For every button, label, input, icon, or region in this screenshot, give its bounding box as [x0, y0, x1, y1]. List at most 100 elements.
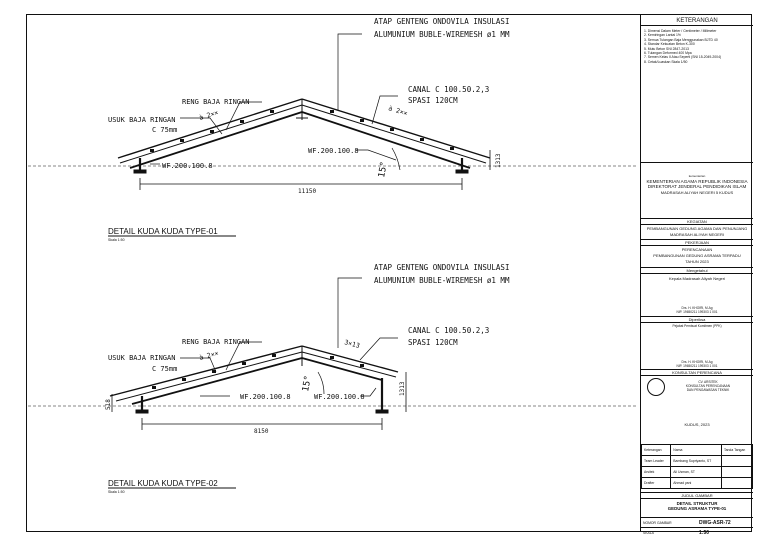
signature-cell: [720, 455, 754, 467]
reng-spacing-right-1: à 2××: [387, 104, 408, 117]
leader-canal-1: [371, 95, 398, 125]
table-row: Drafter Ahmad yani: [640, 477, 754, 489]
title-block: KETERANGAN 1. Dimensi Dalam Meter / Cent…: [640, 14, 754, 536]
signature-cell: [720, 466, 754, 478]
table-row: Keterangan Nama Tanda Tangan: [640, 444, 754, 456]
pekerjaan-line2: PEMBANGUNAN GEDUNG ASRAMA TERPADU: [653, 253, 741, 258]
institution-line2: DIREKTORAT JENDERAL PENDIDIKAN ISLAM: [647, 184, 747, 190]
reng-label-1: RENG BAJA RINGAN: [182, 98, 249, 106]
span-label-2: 8150: [254, 428, 269, 435]
team-table: Keterangan Nama Tanda Tangan Team Leader…: [640, 444, 754, 489]
roof-note-1-line1: ATAP GENTENG ONDOVILA INSULASI: [374, 17, 509, 26]
pekerjaan-line3: TAHUN 2023: [685, 259, 709, 264]
detail-title-1: DETAIL KUDA KUDA TYPE-01: [108, 227, 218, 236]
pekerjaan-line1: PERENCANAAN: [681, 247, 713, 252]
judul-line1: DETAIL STRUKTUR: [676, 501, 718, 506]
date-label: KUDUS, 2023: [684, 422, 710, 427]
note-item: 4. Standar Kekuatan Beton K-300: [644, 42, 695, 47]
canal-spacing-1: SPASI 120CM: [408, 96, 458, 105]
purlin-1e: [270, 110, 274, 113]
skala-value: 1:50: [699, 530, 710, 536]
angle-arc-1: [391, 147, 401, 171]
purlin-1a: [150, 149, 154, 152]
wf-top-left-2: [131, 357, 303, 405]
base-plate-left-2: [135, 409, 149, 414]
wf-right-label-2: WF.200.100.8: [314, 393, 365, 401]
wf-top-left-1: [129, 111, 303, 169]
col-nama: Nama: [670, 444, 722, 456]
signatory-2-name: Drs. H. KHOIRI, M.Ag: [681, 360, 713, 364]
truss-drawing: ATAP GENTENG ONDOVILA INSULASI ALUMUNIUM…: [28, 17, 636, 494]
note-item: 3. Semua Tulangan Baja Menggunakan BJTD …: [644, 37, 718, 42]
wf-left-label-1: WF.200.100.8: [162, 162, 213, 170]
row-drafter-role: Drafter: [640, 477, 672, 489]
keterangan-header: KETERANGAN: [641, 16, 753, 26]
wf-left-label-2: WF.200.100.8: [240, 393, 291, 401]
mengetahui-role: Kepala Madrasah Aliyah Negeri: [668, 276, 726, 281]
signatory-1-name: Drs. H. KHOIRI, M.Ag: [681, 306, 713, 310]
kegiatan-header: KEGIATAN: [641, 218, 753, 225]
purlin-1f: [330, 110, 334, 113]
consultant-line3: DAN PENGAWASAN TEKNIK: [686, 388, 730, 392]
note-item: 7. Semen Kelas II Atau Seperti (SNI 15-2…: [644, 55, 722, 60]
nomor-row: NOMOR GAMBAR DWG-ASR-72: [641, 517, 753, 527]
consultant-name: CV. ARSITEK: [698, 380, 718, 384]
mengetahui-header: Mengetahui: [641, 267, 753, 274]
wf-right-label-1: WF.200.100.8: [308, 147, 359, 155]
leader-reng-1: [225, 101, 262, 131]
rafter-left-inner-2: [115, 351, 303, 402]
roof-note-1-line2: ALUMUNIUM BUBLE-WIREMESH ø1 MM: [374, 30, 510, 39]
usuk-label-1: USUK BAJA RINGAN: [108, 116, 175, 124]
rafter-left-2: [109, 345, 303, 397]
usuk-size-1: C 75mm: [152, 126, 177, 134]
purlin-1c: [210, 130, 214, 133]
purlin-1b: [180, 139, 184, 142]
base-plate-right-2: [375, 409, 389, 414]
note-item: 1. Dimensi Dalam Meter / Centimeter / Mi…: [644, 29, 717, 33]
row-arsitek-name: Ali Usman, ST: [670, 466, 722, 478]
col-keterangan: Keterangan: [640, 444, 672, 456]
notes-list: 1. Dimensi Dalam Meter / Centimeter / Mi…: [641, 29, 753, 64]
leader-roof-1: [337, 33, 362, 110]
angle-label-1: 15°: [377, 161, 390, 179]
skala-row: SKALA 1:50: [641, 527, 753, 537]
detail-scale-2: Skala 1:50: [108, 490, 125, 494]
wf-top-right-2: [301, 357, 383, 381]
rafter-right-inner-1: [301, 104, 487, 164]
diperiksa-role: Pejabat Pembuat Komitmen (PPK): [672, 324, 722, 328]
nomor-label: NOMOR GAMBAR: [643, 521, 672, 525]
row-arsitek-role: Arsitek: [640, 466, 672, 478]
angle-label-2: 15°: [301, 375, 314, 393]
diperiksa-header: Diperiksa: [641, 316, 753, 323]
rafter-right-inner-2: [301, 351, 397, 378]
konsultan-header: KONSULTAN PERENCANA: [641, 369, 753, 376]
institution-line1: KEMENTERIAN AGAMA REPUBLIK INDONESIA: [646, 179, 748, 184]
col-ttd: Tanda Tangan: [720, 444, 754, 456]
height-left-label-2: 518: [105, 399, 112, 410]
drawing-title-area: JUDUL GAMBAR DETAIL STRUKTUR GEDUNG ASRA…: [641, 492, 753, 537]
signature-cell: [720, 477, 754, 489]
divider: [641, 162, 753, 163]
canal-spacing-2: SPASI 120CM: [408, 338, 458, 347]
roof-note-2-line2: ALUMUNIUM BUBLE-WIREMESH ø1 MM: [374, 276, 510, 285]
reng-spacing-left-1: à 2××: [198, 109, 219, 122]
base-plate-left-1: [133, 169, 147, 174]
note-item: 5. Mutu Beton SNI 2847-2013: [644, 46, 689, 51]
row-team-name: Bambang Supriyanto, ST: [670, 455, 722, 467]
purlin-1h: [390, 128, 394, 131]
base-plate-right-1: [455, 169, 469, 174]
row-drafter-name: Ahmad yani: [670, 477, 722, 489]
judul-header: JUDUL GAMBAR: [641, 492, 753, 499]
signatory-1-nip: NIP. 19650211 199303 1 001: [676, 310, 718, 314]
institution-line3: MADRASAH ALIYAH NEGERI 5 KUDUS: [660, 189, 734, 195]
consultant-text: CV. ARSITEK KONSULTAN PERENCANAAN DAN PE…: [667, 380, 749, 392]
purlin-1j: [450, 147, 454, 150]
canal-label-1: CANAL C 100.50.2,3: [408, 85, 489, 94]
reng-label-2: RENG BAJA RINGAN: [182, 338, 249, 346]
usuk-size-2: C 75mm: [152, 365, 177, 373]
canal-label-2: CANAL C 100.50.2,3: [408, 326, 489, 335]
kegiatan-line2: MADRASAH ALIYAH NEGERI: [670, 232, 724, 237]
rafter-left-inner-1: [119, 104, 303, 164]
row-team-role: Team Leader: [640, 455, 672, 467]
nomor-value: DWG-ASR-72: [699, 520, 731, 526]
